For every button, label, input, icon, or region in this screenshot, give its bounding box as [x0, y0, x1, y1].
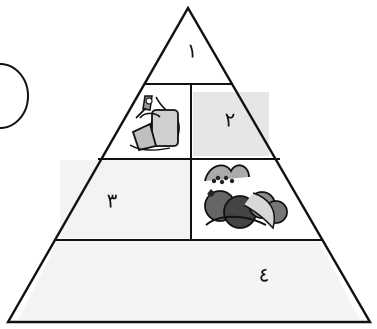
tier-2-label: ٢ [225, 108, 236, 132]
fruit-basket-icon [205, 165, 287, 228]
tier-4-shade [18, 240, 360, 320]
margin-circle-fragment [0, 64, 28, 128]
tier-1-label: ١ [187, 39, 198, 63]
tier-3-label: ٣ [107, 189, 118, 213]
tier-4-label: ٤ [259, 263, 270, 287]
